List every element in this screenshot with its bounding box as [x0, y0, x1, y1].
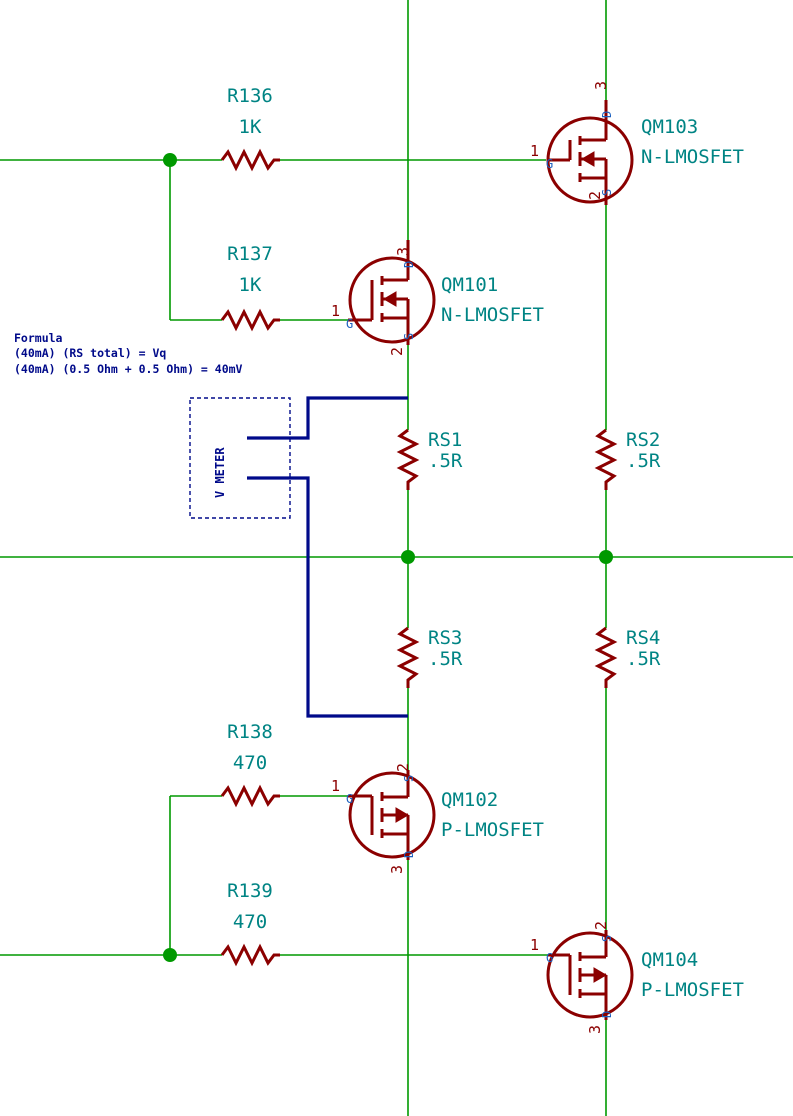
formula-line-2: (40mA) (0.5 Ohm + 0.5 Ohm) = 40mV: [14, 362, 243, 376]
qm104-letter-source: S: [600, 935, 614, 942]
qm101-letter-gate: G: [346, 317, 353, 331]
qm103-pin-source: 2: [586, 191, 604, 200]
resistor-rs2[interactable]: RS2 .5R: [594, 428, 661, 490]
qm102-letter-source: S: [402, 775, 416, 782]
rs3-ref: RS3: [428, 627, 462, 649]
formula-line-1: (40mA) (RS total) = Vq: [14, 346, 166, 360]
voltmeter[interactable]: V METER: [189, 396, 408, 718]
formula-note: Formula (40mA) (RS total) = Vq (40mA) (0…: [14, 331, 243, 376]
qm103-letter-source: S: [600, 189, 614, 196]
mosfet-qm103[interactable]: 1 G 3 D 2 S QM103 N-LMOSFET: [530, 81, 744, 205]
qm101-value: N-LMOSFET: [441, 304, 544, 326]
qm102-pin-gate: 1: [331, 777, 340, 795]
qm101-pin-gate: 1: [331, 302, 340, 320]
junction-top-branch: [163, 153, 177, 167]
resistor-rs4[interactable]: RS4 .5R: [594, 626, 661, 688]
qm103-pin-gate: 1: [530, 142, 539, 160]
mosfet-qm104[interactable]: 1 G 2 S 3 D QM104 P-LMOSFET: [530, 921, 744, 1034]
qm104-ref: QM104: [641, 949, 698, 971]
qm104-pin-drain: 3: [586, 1025, 604, 1034]
qm103-value: N-LMOSFET: [641, 146, 744, 168]
rs2-ref: RS2: [626, 429, 660, 451]
rs4-ref: RS4: [626, 627, 660, 649]
qm103-ref: QM103: [641, 116, 698, 138]
qm102-letter-drain: D: [402, 851, 416, 858]
mosfet-qm102[interactable]: 1 G 2 S 3 D QM102 P-LMOSFET: [331, 763, 544, 874]
rs4-value: .5R: [626, 648, 661, 670]
qm104-letter-gate: G: [546, 951, 553, 965]
resistor-r139[interactable]: R139 470: [220, 880, 280, 967]
rs3-value: .5R: [428, 648, 463, 670]
qm102-pin-drain: 3: [388, 865, 406, 874]
r138-ref: R138: [227, 721, 273, 743]
resistor-rs3[interactable]: RS3 .5R: [396, 626, 463, 688]
junction-bottom-branch: [163, 948, 177, 962]
qm104-pin-gate: 1: [530, 936, 539, 954]
junction-right-output: [599, 550, 613, 564]
formula-title: Formula: [14, 331, 63, 345]
qm101-pin-drain: 3: [394, 247, 412, 256]
qm104-letter-drain: D: [600, 1011, 614, 1018]
junctions: [163, 153, 613, 962]
qm102-ref: QM102: [441, 789, 498, 811]
qm103-pin-drain: 3: [592, 81, 610, 90]
rs2-value: .5R: [626, 450, 661, 472]
qm102-value: P-LMOSFET: [441, 819, 544, 841]
r137-value: 1K: [239, 274, 262, 296]
qm102-pin-source: 2: [394, 763, 412, 772]
resistor-rs1[interactable]: RS1 .5R: [396, 428, 463, 490]
qm101-letter-drain: D: [402, 261, 416, 268]
meter-lead-top[interactable]: [247, 396, 408, 440]
r136-value: 1K: [239, 116, 262, 138]
r139-ref: R139: [227, 880, 273, 902]
r139-value: 470: [233, 911, 267, 933]
meter-lead-bottom[interactable]: [247, 476, 408, 718]
qm103-letter-gate: G: [546, 157, 553, 171]
resistor-r136[interactable]: R136 1K: [220, 85, 280, 172]
mosfet-qm101[interactable]: 1 G 3 D 2 S QM101 N-LMOSFET: [331, 240, 544, 356]
qm101-pin-source: 2: [388, 347, 406, 356]
qm101-body: [348, 256, 436, 344]
qm101-ref: QM101: [441, 274, 498, 296]
r136-ref: R136: [227, 85, 273, 107]
qm102-body: [348, 771, 436, 859]
meter-label: V METER: [213, 447, 227, 498]
resistor-r138[interactable]: R138 470: [220, 721, 280, 808]
meter-box: [189, 397, 291, 519]
r138-value: 470: [233, 752, 267, 774]
junction-left-output: [401, 550, 415, 564]
r137-ref: R137: [227, 243, 273, 265]
qm104-pin-source: 2: [592, 921, 610, 930]
resistor-r137[interactable]: R137 1K: [220, 243, 280, 332]
rs1-value: .5R: [428, 450, 463, 472]
qm102-letter-gate: G: [346, 792, 353, 806]
qm104-body: [546, 931, 634, 1019]
rs1-ref: RS1: [428, 429, 462, 451]
qm104-value: P-LMOSFET: [641, 979, 744, 1001]
qm103-letter-drain: D: [600, 111, 614, 118]
qm101-letter-source: S: [402, 333, 416, 340]
